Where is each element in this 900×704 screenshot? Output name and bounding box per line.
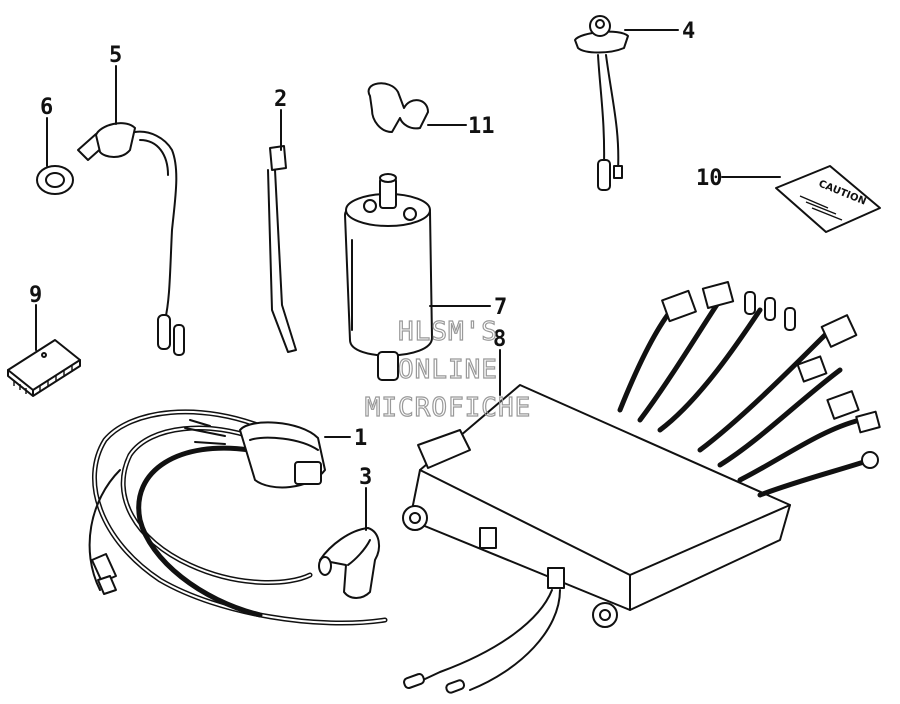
ic-chip-part-9 xyxy=(7,339,81,397)
watermark-line-1: HLSM'S xyxy=(398,317,498,347)
callout-8: 8 xyxy=(493,327,506,352)
plug-cap-part-3 xyxy=(318,527,381,599)
watermark-line-3: MICROFICHE xyxy=(365,393,532,423)
cable-tie-part-2 xyxy=(267,145,297,353)
washer-part-6 xyxy=(36,165,74,195)
callout-2: 2 xyxy=(274,87,287,112)
callout-7: 7 xyxy=(494,295,507,320)
callout-11: 11 xyxy=(468,114,495,139)
watermark-line-2: ONLINE xyxy=(398,355,498,385)
callout-5: 5 xyxy=(109,43,122,68)
sensor-part-4 xyxy=(574,15,629,191)
callout-1: 1 xyxy=(354,426,367,451)
caution-decal-part-10: CAUTION xyxy=(775,165,881,233)
ignition-coil-part-1 xyxy=(88,409,388,626)
callout-9: 9 xyxy=(29,283,42,308)
leader-lines xyxy=(35,29,781,531)
control-unit-part-8 xyxy=(402,280,881,694)
callout-10: 10 xyxy=(696,166,723,191)
watermark: HLSM'S ONLINE MICROFICHE xyxy=(364,316,532,423)
fuel-pump-part-7 xyxy=(344,173,433,381)
clip-part-11 xyxy=(367,82,429,133)
switch-part-5 xyxy=(77,122,185,356)
callout-3: 3 xyxy=(359,465,372,490)
callout-numbers: 1 2 3 4 5 6 7 8 9 10 11 xyxy=(29,19,723,490)
callout-6: 6 xyxy=(40,95,53,120)
callout-4: 4 xyxy=(682,19,695,44)
